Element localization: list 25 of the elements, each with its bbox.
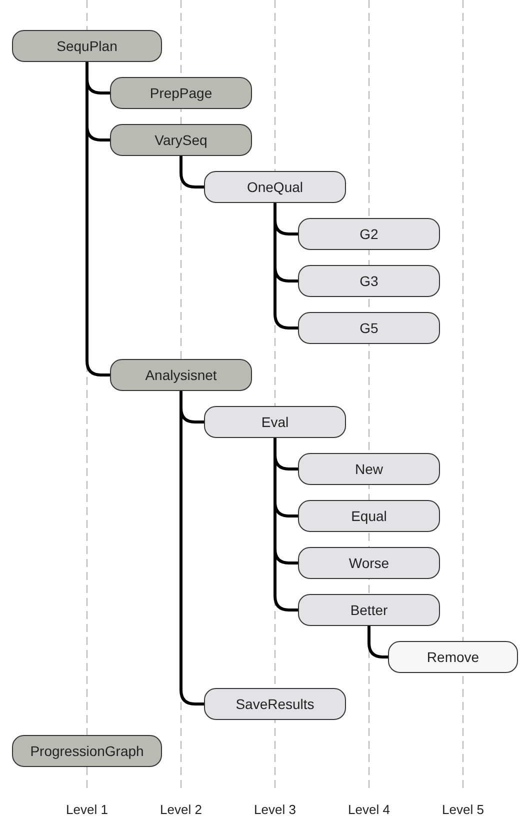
node-box: Better: [298, 594, 440, 626]
node-box: Analysisnet: [110, 359, 252, 391]
node-box: OneQual: [204, 171, 346, 203]
node-box: Equal: [298, 500, 440, 532]
level-label: Level 3: [254, 801, 296, 819]
connector-line: [180, 391, 204, 706]
level-label: Level 2: [160, 801, 202, 819]
node-box: Eval: [204, 406, 346, 438]
node-box: SequPlan: [12, 30, 162, 62]
node-box: ProgressionGraph: [12, 735, 162, 767]
connector-line: [86, 62, 110, 376]
node-box: VarySeq: [110, 124, 252, 156]
node-box: G2: [298, 218, 440, 250]
level-label: Level 1: [66, 801, 108, 819]
connector-line: [368, 626, 388, 658]
node-box: SaveResults: [204, 688, 346, 720]
node-box: G3: [298, 265, 440, 297]
node-box: New: [298, 453, 440, 485]
node-box: Remove: [388, 641, 518, 673]
level-label: Level 4: [348, 801, 390, 819]
node-box: Worse: [298, 547, 440, 579]
node-box: G5: [298, 312, 440, 344]
level-label: Level 5: [442, 801, 484, 819]
connector-line: [180, 156, 204, 188]
node-box: PrepPage: [110, 77, 252, 109]
